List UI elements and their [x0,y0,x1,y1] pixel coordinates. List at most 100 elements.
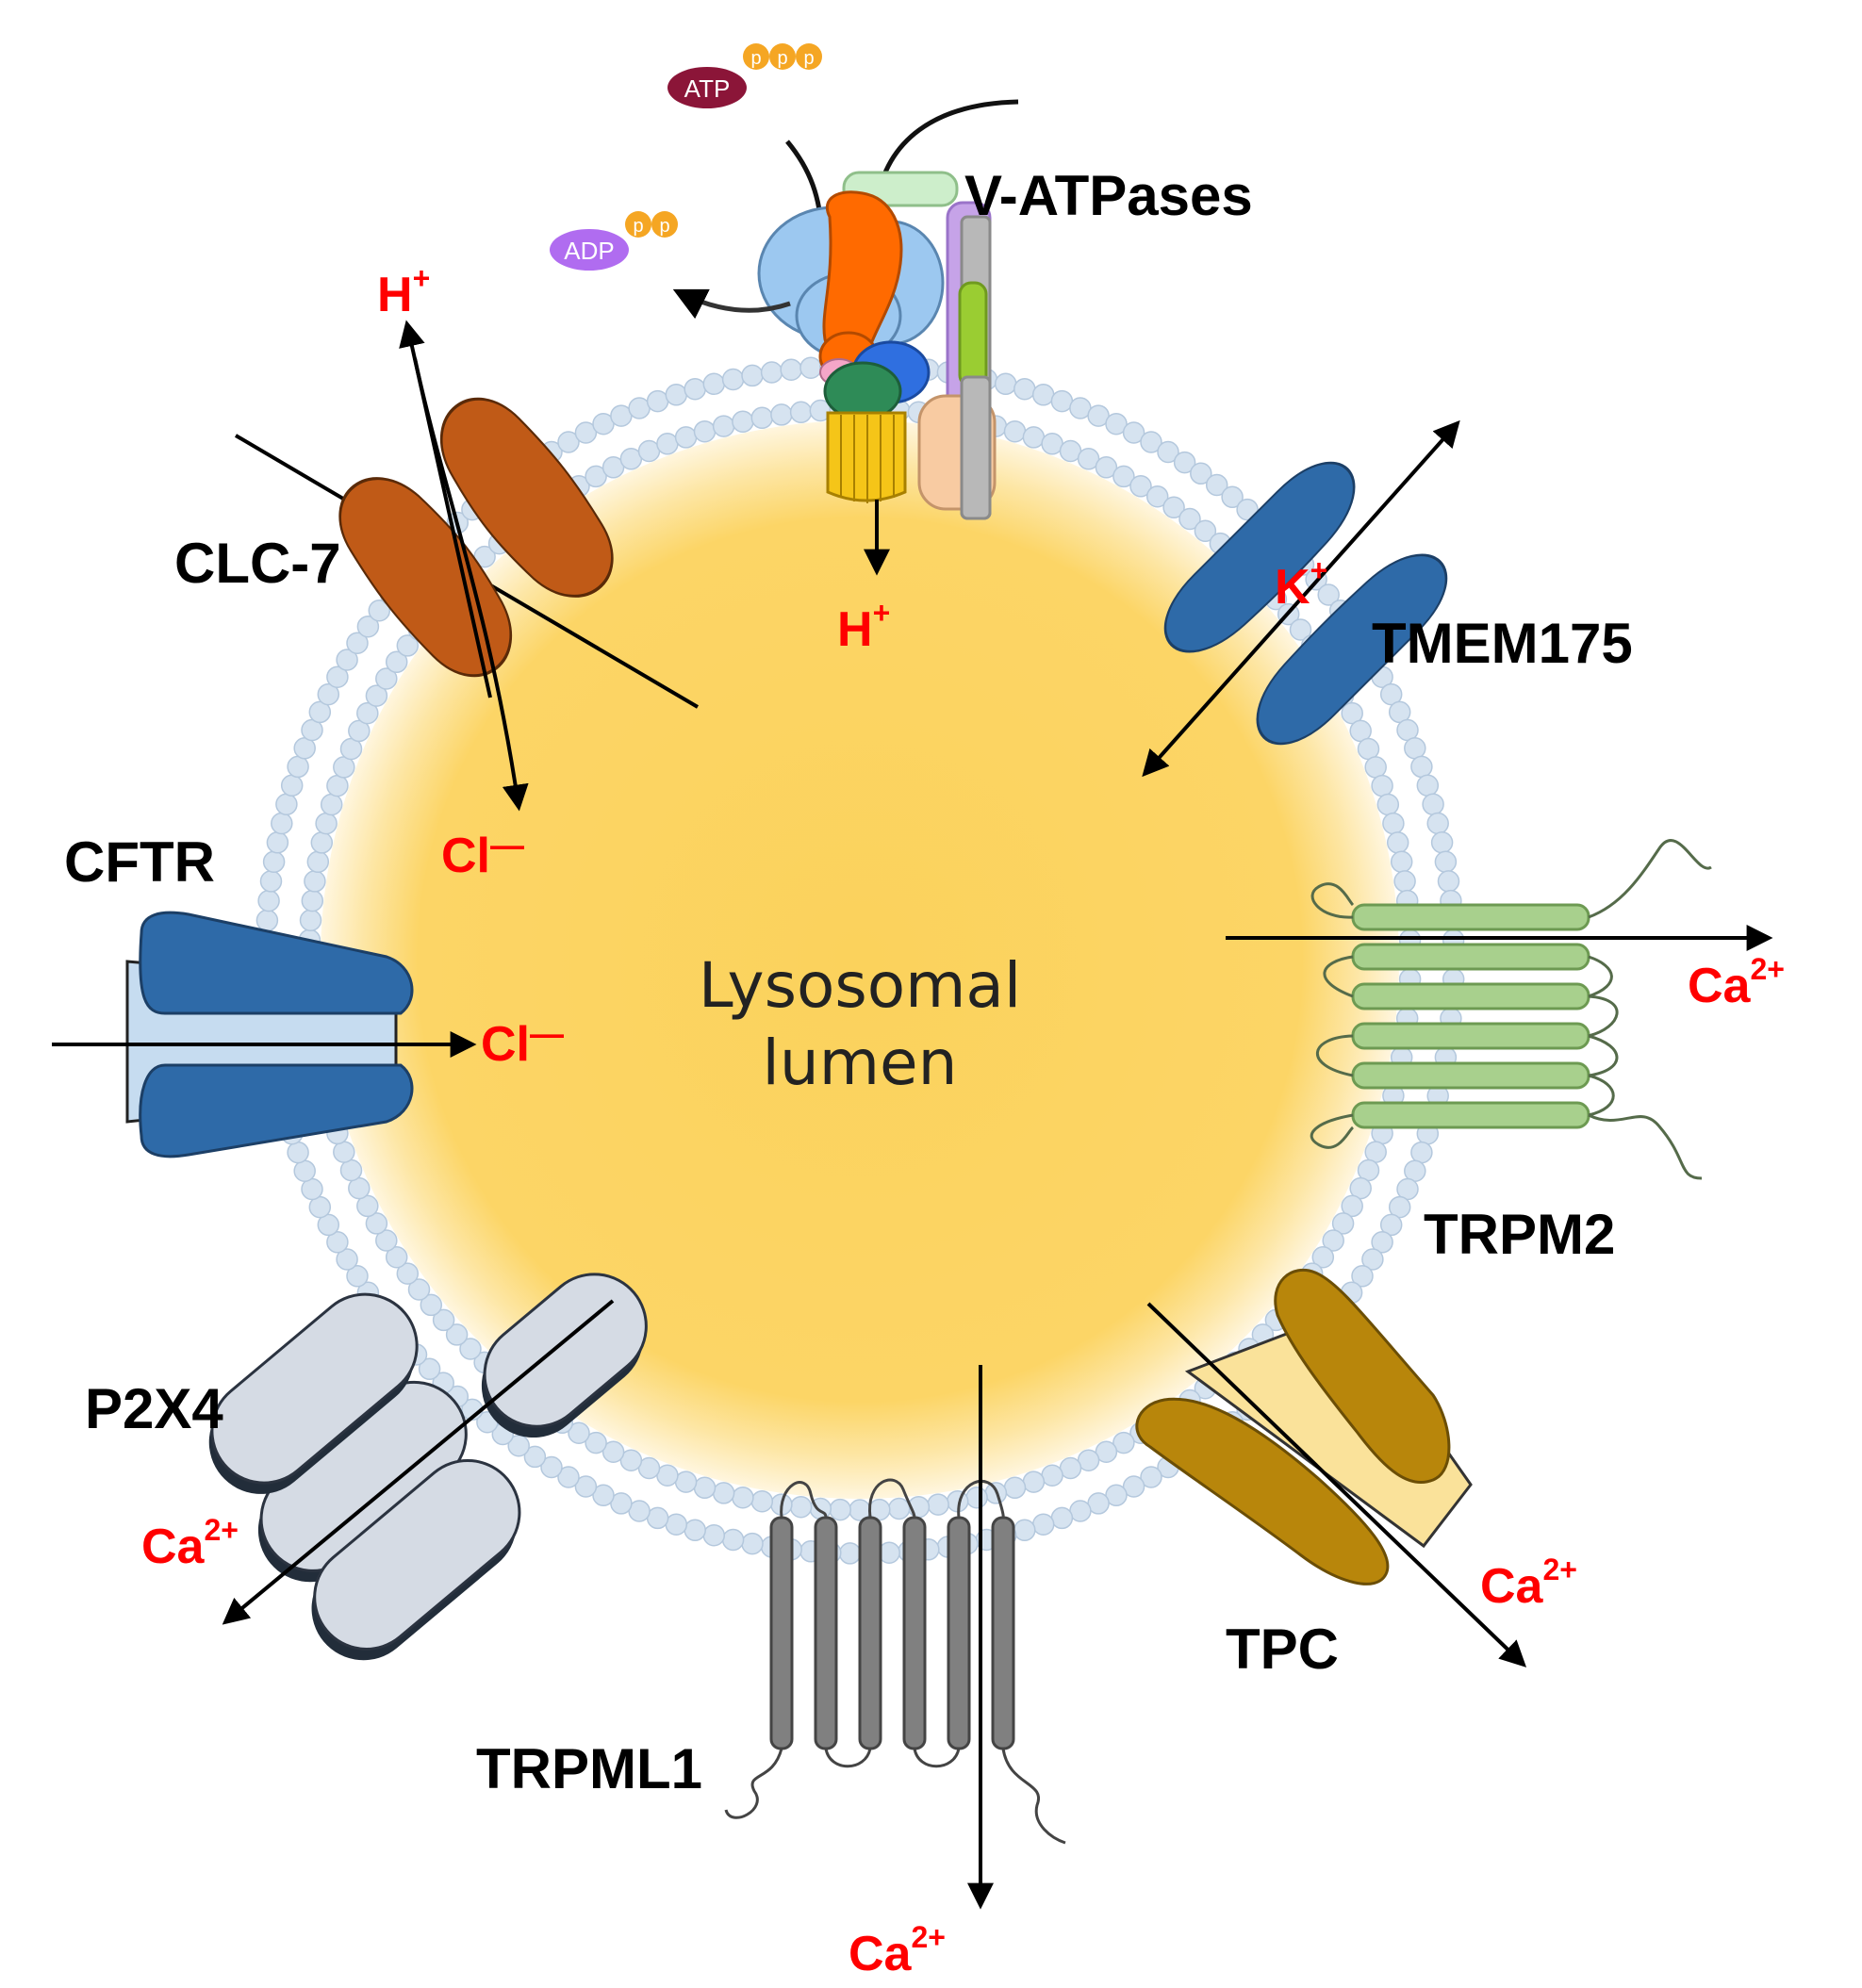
ion-ca-trpm2: Ca2+ [1688,952,1785,1013]
phospholipid-head [255,909,279,932]
phospholipid-head [336,1248,358,1271]
label-tpc: TPC [1226,1618,1339,1681]
phospholipid-head [760,361,783,384]
phospholipid-head [1386,831,1409,854]
phospholipid-head [356,615,380,638]
label-trpm2: TRPM2 [1424,1203,1615,1266]
phospholipid-head [385,1245,408,1269]
phospholipid-head [741,364,764,387]
phospholipid-head [1050,389,1074,413]
phospholipid-head [275,793,298,816]
phospholipid-head [994,372,1017,396]
phospholipid-head [838,1542,862,1565]
phospholipid-head [304,870,326,893]
phospholipid-head [1077,448,1100,470]
phospholipid-head [266,831,289,854]
phospholipid-head [1122,1475,1145,1498]
phospholipid-head [287,755,309,779]
phospholipid-head [1013,377,1036,401]
phospholipid-head [459,1338,482,1360]
phospholipid-head [1349,1176,1372,1200]
phospholipid-head [326,665,349,688]
lumen-label-line1: Lysosomal [699,949,1021,1022]
phospholipid-head [346,632,369,654]
phospholipid-head [741,1532,764,1555]
phospholipid-head [1013,1519,1036,1542]
phospholipid-head [1404,737,1426,760]
phospholipid-head [1031,384,1055,406]
phospholipid-head [721,1528,745,1552]
phospholipid-head [574,1475,598,1498]
phospholipid-head [619,1449,643,1471]
phospholipid-head [770,403,793,426]
phospholipid-head [732,410,754,434]
phospholipid-head [789,1495,813,1519]
phospholipid-head [601,1440,625,1463]
phospholipid-head [257,889,280,912]
phospholipid-head [375,667,398,690]
phospholipid-head [684,377,706,401]
phospholipid-head [310,831,334,854]
phospholipid-head [1050,1506,1074,1530]
phospholipid-head [346,1265,369,1288]
phospholipid-head [1371,1231,1393,1254]
phospholipid-head [336,649,358,671]
phospholipid-head [287,1141,309,1164]
phospholipid-head [1388,1195,1411,1219]
phospholipid-head [365,684,388,707]
cftr-channel [52,911,477,1158]
phospholipid-head [693,419,717,443]
phospholipid-head [601,456,625,479]
phospholipid-head [732,1486,754,1509]
phospholipid-head [702,1523,726,1547]
phospholipid-head [674,426,698,449]
phospholipid-head [1422,793,1444,816]
phospholipid-head [348,719,371,743]
tpc-channel [1135,1268,1527,1668]
ion-k-tmem175: K+ [1275,553,1327,615]
label-cftr: CFTR [64,830,215,894]
phospholipid-head [356,1194,379,1218]
phospholipid-head [1393,870,1416,893]
phospholipid-head [1371,774,1393,797]
phospholipid-head [1390,850,1413,874]
ion-cl-cftr: Cl— [481,1014,564,1072]
phospholipid-head [1361,1248,1384,1271]
ion-ca-p2x4: Ca2+ [141,1513,239,1574]
phospholipid-head [1031,1513,1055,1536]
phospholipid-head [1331,1212,1355,1235]
phospholipid-head [568,1421,590,1444]
v-atpase-complex [672,99,1019,576]
phospholipid-head [684,1519,706,1542]
phospholipid-head [320,793,343,816]
phospholipid-head [1410,755,1433,779]
phospholipid-head [799,356,822,379]
phospholipid-head [750,1489,774,1513]
phospholipid-head [1003,1476,1027,1500]
phospholipid-head [315,812,338,835]
svg-text:p: p [750,48,761,69]
phospholipid-head [712,415,735,437]
phospholipid-head [1311,1245,1335,1269]
phospholipid-head [750,406,774,430]
phospholipid-head [1426,812,1449,835]
phospholipid-head [1140,1466,1162,1488]
phospholipid-head [1437,870,1460,893]
phospholipid-head [301,889,324,912]
ion-h-clc7: H+ [377,261,430,322]
phospholipid-head [445,1323,469,1346]
phospholipid-head [396,634,420,657]
svg-text:p: p [659,216,669,237]
phospholipid-head [1434,850,1458,874]
phospholipid-head [927,1493,949,1516]
phospholipid-head [1351,1265,1374,1288]
p2x4-channel [208,1273,648,1661]
phospholipid-head [356,701,379,725]
phospholipid-head [780,358,802,381]
phospholipid-head [1322,1229,1344,1252]
atp-molecule: ATP p p p [667,43,822,108]
phospholipid-head [965,1486,988,1509]
phospholipid-head [418,1357,441,1381]
phospholipid-head [674,1470,698,1493]
phospholipid-head [557,431,580,453]
